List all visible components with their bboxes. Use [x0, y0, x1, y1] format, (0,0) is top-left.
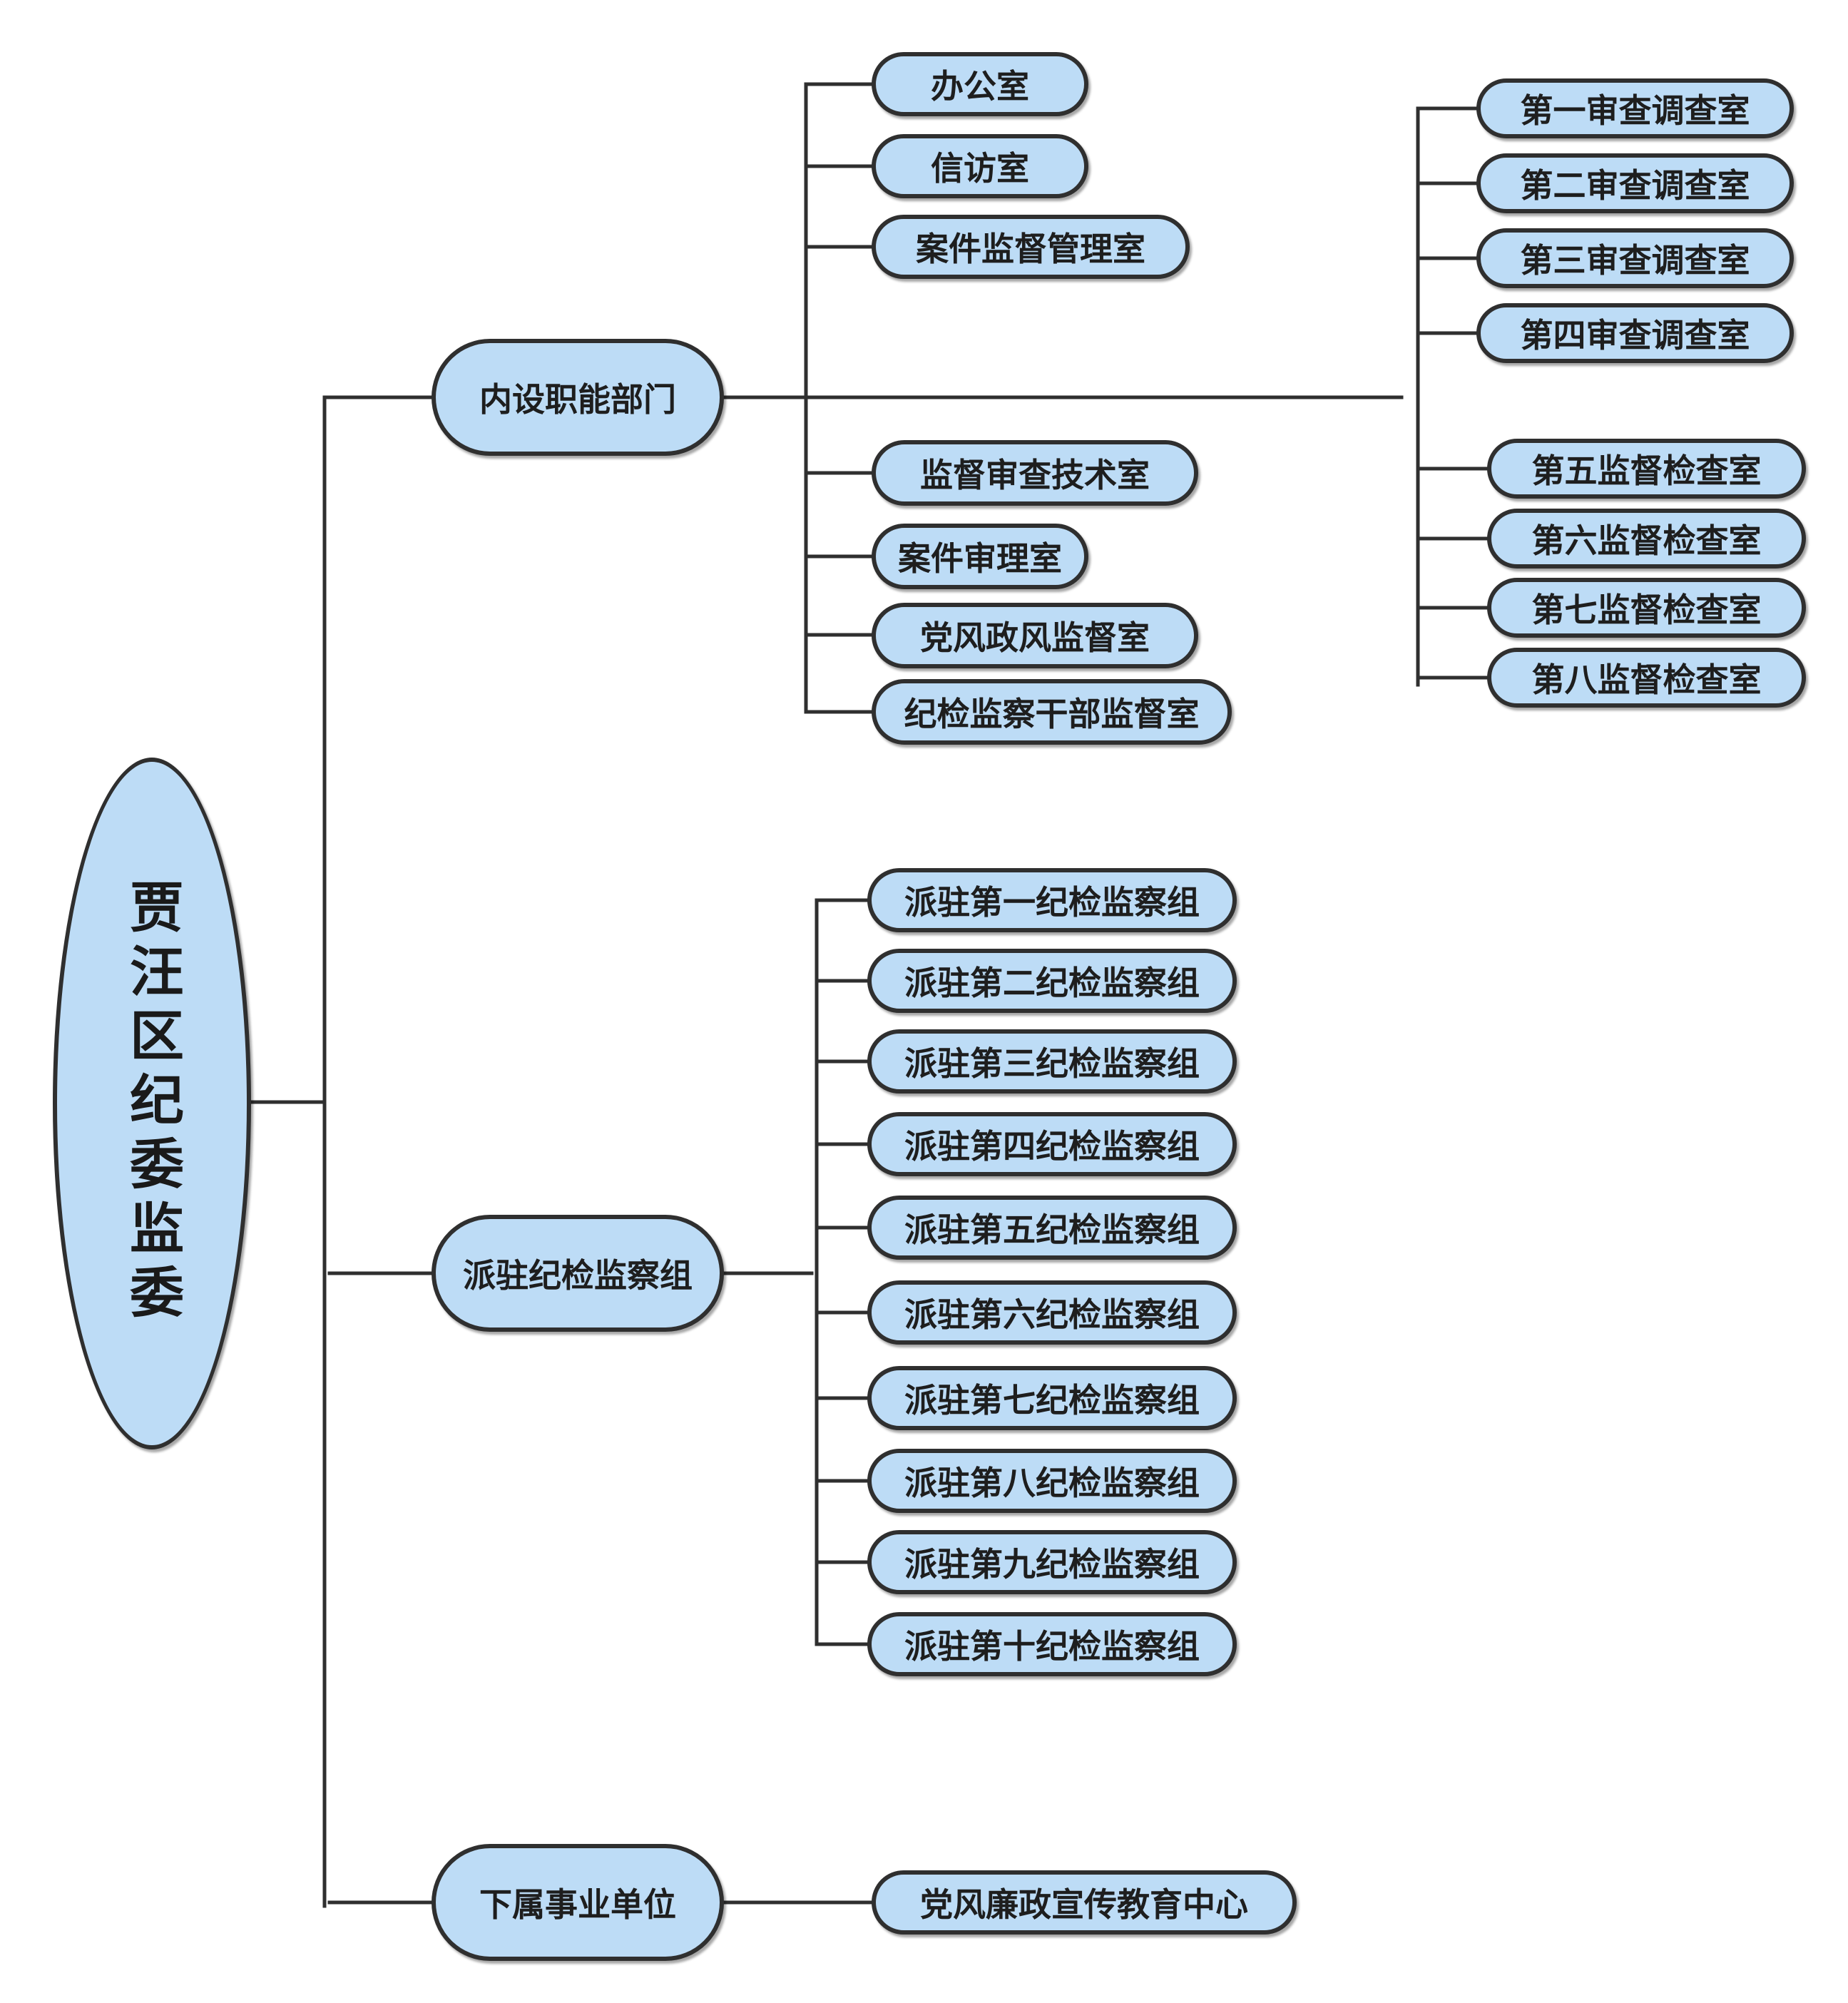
leaf-inspection-7[interactable]: 第七监督检查室	[1487, 578, 1806, 638]
leaf-label: 纪检监察干部监督室	[904, 695, 1200, 733]
branch-stationed-groups[interactable]: 派驻纪检监察组	[432, 1215, 724, 1332]
leaf-stationed-group-9[interactable]: 派驻第九纪检监察组	[867, 1530, 1237, 1594]
leaf-cadre-supervision-office[interactable]: 纪检监察干部监督室	[872, 679, 1232, 745]
leaf-label: 第八监督检查室	[1531, 661, 1762, 699]
leaf-label: 派驻第一纪检监察组	[904, 883, 1200, 922]
leaf-label: 派驻第九纪检监察组	[904, 1545, 1200, 1584]
leaf-stationed-group-7[interactable]: 派驻第七纪检监察组	[867, 1366, 1237, 1430]
leaf-petition-office[interactable]: 信访室	[872, 134, 1088, 198]
leaf-stationed-group-8[interactable]: 派驻第八纪检监察组	[867, 1449, 1237, 1513]
leaf-stationed-group-1[interactable]: 派驻第一纪检监察组	[867, 868, 1237, 932]
leaf-label: 党风廉政宣传教育中心	[920, 1885, 1248, 1924]
leaf-inspection-5[interactable]: 第五监督检查室	[1487, 439, 1806, 499]
leaf-inspection-8[interactable]: 第八监督检查室	[1487, 648, 1806, 708]
leaf-label: 派驻第五纪检监察组	[904, 1211, 1200, 1249]
branch-internal-departments[interactable]: 内设职能部门	[432, 339, 724, 456]
leaf-case-review-office[interactable]: 案件审理室	[872, 524, 1088, 589]
leaf-office[interactable]: 办公室	[872, 52, 1088, 116]
leaf-label: 派驻第六纪检监察组	[904, 1295, 1200, 1334]
leaf-investigation-4[interactable]: 第四审查调查室	[1476, 303, 1794, 363]
leaf-education-center[interactable]: 党风廉政宣传教育中心	[872, 1870, 1297, 1935]
root-node[interactable]: 贾汪区纪委监委	[53, 758, 251, 1449]
leaf-stationed-group-10[interactable]: 派驻第十纪检监察组	[867, 1612, 1237, 1676]
leaf-tech-office[interactable]: 监督审查技术室	[872, 440, 1198, 506]
branch-affiliated-units[interactable]: 下属事业单位	[432, 1844, 724, 1961]
leaf-label: 案件监督管理室	[916, 230, 1145, 268]
leaf-label: 案件审理室	[898, 539, 1062, 578]
leaf-label: 第五监督检查室	[1531, 452, 1762, 490]
leaf-label: 第三审查调查室	[1520, 241, 1750, 280]
leaf-investigation-3[interactable]: 第三审查调查室	[1476, 228, 1794, 288]
leaf-label: 第六监督检查室	[1531, 521, 1762, 560]
leaf-stationed-group-3[interactable]: 派驻第三纪检监察组	[867, 1029, 1237, 1094]
leaf-label: 派驻第七纪检监察组	[904, 1381, 1200, 1420]
leaf-stationed-group-5[interactable]: 派驻第五纪检监察组	[867, 1196, 1237, 1260]
leaf-label: 派驻第十纪检监察组	[904, 1627, 1200, 1666]
leaf-label: 第四审查调查室	[1520, 316, 1750, 355]
leaf-label: 派驻第四纪检监察组	[904, 1127, 1200, 1166]
leaf-label: 第一审查调查室	[1520, 91, 1750, 130]
leaf-stationed-group-4[interactable]: 派驻第四纪检监察组	[867, 1112, 1237, 1176]
leaf-inspection-6[interactable]: 第六监督检查室	[1487, 509, 1806, 569]
leaf-investigation-1[interactable]: 第一审查调查室	[1476, 78, 1794, 138]
leaf-label: 办公室	[931, 67, 1029, 106]
leaf-label: 派驻第八纪检监察组	[904, 1464, 1200, 1502]
leaf-conduct-office[interactable]: 党风政风监督室	[872, 603, 1198, 668]
leaf-label: 第七监督检查室	[1531, 591, 1762, 629]
leaf-label: 监督审查技术室	[920, 456, 1150, 494]
leaf-investigation-2[interactable]: 第二审查调查室	[1476, 153, 1794, 213]
root-label: 贾汪区纪委监委	[121, 879, 184, 1328]
branch-label: 内设职能部门	[479, 380, 676, 419]
leaf-label: 派驻第三纪检监察组	[904, 1044, 1200, 1083]
leaf-stationed-group-6[interactable]: 派驻第六纪检监察组	[867, 1280, 1237, 1345]
branch-label: 派驻纪检监察组	[463, 1256, 693, 1295]
leaf-case-supervision-office[interactable]: 案件监督管理室	[872, 215, 1190, 279]
leaf-label: 第二审查调查室	[1520, 166, 1750, 205]
branch-label: 下属事业单位	[479, 1885, 676, 1924]
leaf-label: 信访室	[931, 149, 1029, 188]
leaf-label: 派驻第二纪检监察组	[904, 964, 1200, 1002]
leaf-stationed-group-2[interactable]: 派驻第二纪检监察组	[867, 949, 1237, 1013]
leaf-label: 党风政风监督室	[920, 618, 1150, 657]
